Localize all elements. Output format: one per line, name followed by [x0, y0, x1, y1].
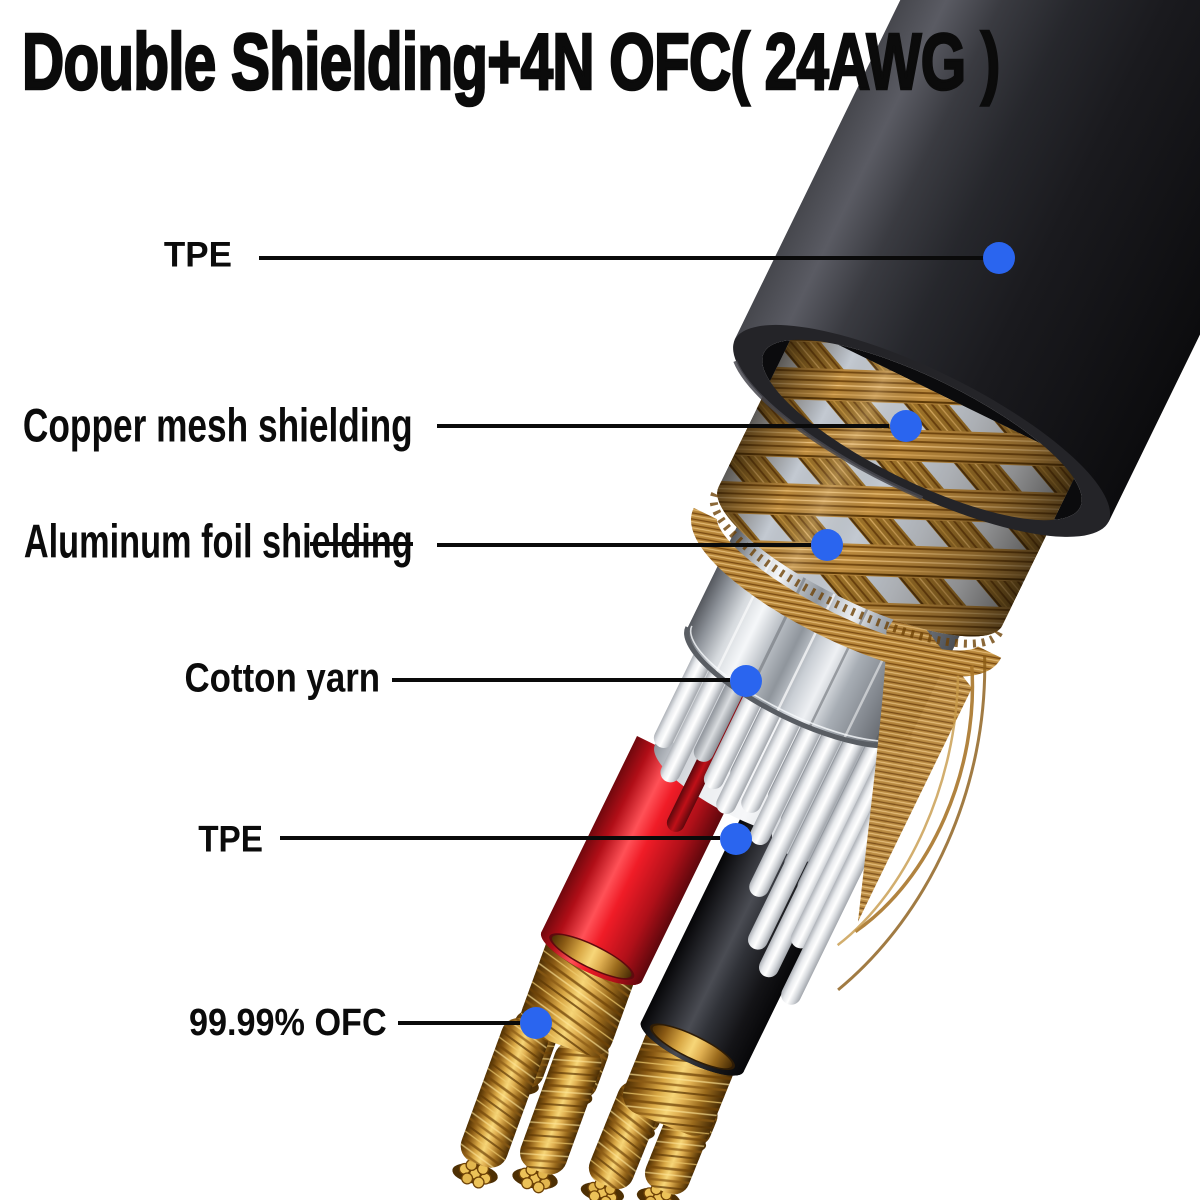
- leader-line-tpe-outer: [259, 256, 984, 260]
- loose-strands: [836, 655, 987, 992]
- label-tpe-inner: TPE: [198, 818, 263, 860]
- leader-line-copper-mesh: [437, 424, 889, 428]
- marker-dot-ofc: [520, 1007, 552, 1039]
- label-ofc: 99.99% OFC: [189, 1002, 387, 1044]
- leader-line-aluminum-foil: [437, 543, 811, 547]
- leader-line-ofc: [398, 1021, 520, 1025]
- label-tpe-outer: TPE: [163, 235, 232, 275]
- marker-dot-copper-mesh: [890, 410, 922, 442]
- diagram-title: Double Shielding+4N OFC( 24AWG ): [21, 16, 1001, 108]
- marker-dot-tpe-inner: [720, 823, 752, 855]
- copper-wrap-band: [691, 507, 1002, 677]
- copper-wrap-wedge: [857, 601, 972, 922]
- label-aluminum-foil: Aluminum foil shielding: [24, 514, 413, 568]
- label-copper-mesh: Copper mesh shielding: [23, 398, 413, 452]
- leader-line-aluminum-foil-strike: [310, 542, 413, 546]
- leader-line-tpe-inner: [280, 836, 720, 840]
- leader-line-cotton-yarn: [392, 678, 730, 682]
- label-cotton-yarn: Cotton yarn: [184, 654, 380, 701]
- marker-dot-tpe-outer: [983, 242, 1015, 274]
- ofc-strands-black: [580, 1022, 736, 1200]
- marker-dot-aluminum-foil: [811, 529, 843, 561]
- marker-dot-cotton-yarn: [730, 665, 762, 697]
- outer-jacket: [733, 0, 1200, 537]
